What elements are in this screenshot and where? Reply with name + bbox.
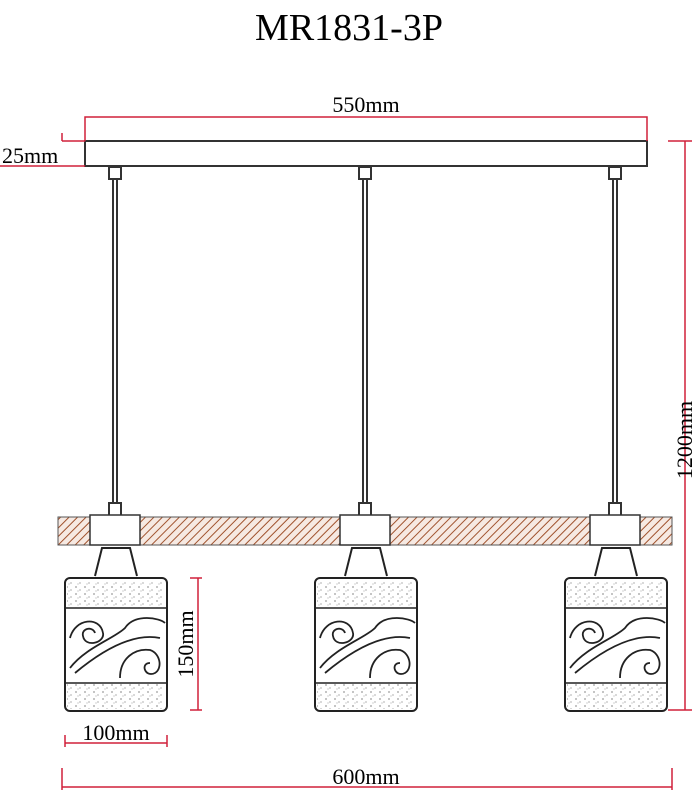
canopy bbox=[84, 140, 648, 167]
glass-shade bbox=[314, 547, 418, 712]
canopy-height-label: 25mm bbox=[2, 143, 58, 168]
total-height-label: 1200mm bbox=[672, 401, 697, 479]
suspension-rods bbox=[108, 166, 622, 518]
model-title: MR1831-3P bbox=[255, 7, 443, 49]
glass-shade bbox=[564, 547, 668, 712]
shade-height-label: 150mm bbox=[173, 610, 198, 677]
total-width-label: 600mm bbox=[332, 764, 399, 789]
canopy-width-label: 550mm bbox=[332, 92, 399, 117]
glass-shade bbox=[64, 547, 168, 712]
sockets bbox=[89, 514, 641, 546]
shade-width-label: 100mm bbox=[82, 720, 149, 745]
dimension-lines bbox=[0, 116, 692, 790]
